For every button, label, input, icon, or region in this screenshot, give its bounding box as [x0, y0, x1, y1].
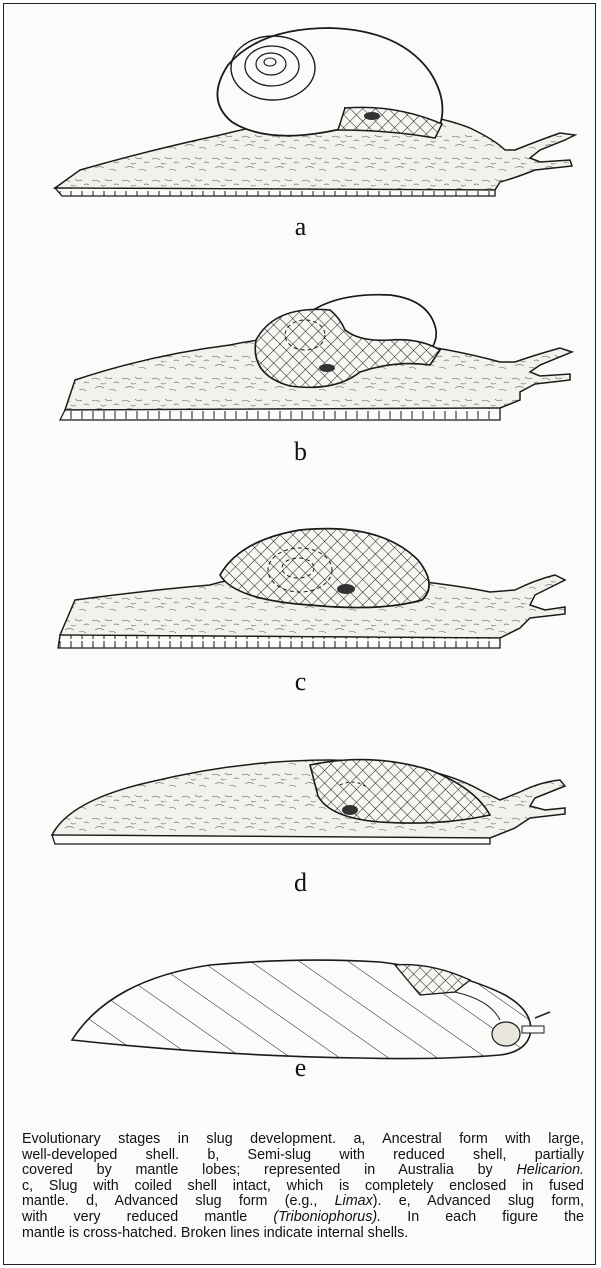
- stage-label-b: b: [0, 437, 601, 467]
- caption-line: covered by mantle lobes; represented in …: [22, 1163, 584, 1179]
- stage-label-e: e: [0, 1053, 601, 1083]
- slug-c-mantle: [220, 529, 429, 608]
- slug-a-pneumostome: [364, 112, 380, 120]
- figure-caption: Evolutionary stages in slug development.…: [22, 1132, 584, 1241]
- caption-line: with very reduced mantle (Triboniophorus…: [22, 1210, 584, 1226]
- caption-line: well-developed shell. b, Semi-slug with …: [22, 1148, 584, 1164]
- slug-stage-b-drawing: [0, 290, 601, 450]
- slug-d-body: [52, 760, 565, 838]
- stage-label-c: c: [0, 667, 601, 697]
- slug-stage-a-drawing: [0, 20, 601, 200]
- stage-label-d: d: [0, 868, 601, 898]
- slug-stage-c-drawing: [0, 508, 601, 668]
- caption-line: mantle is cross-hatched. Broken lines in…: [22, 1226, 584, 1242]
- slug-e-body: [72, 960, 531, 1058]
- caption-line: mantle. d, Advanced slug form (e.g., Lim…: [22, 1194, 584, 1210]
- stage-label-a: a: [0, 212, 601, 242]
- caption-line: Evolutionary stages in slug development.…: [22, 1132, 584, 1148]
- slug-stage-d-drawing: [0, 728, 601, 868]
- caption-line: c, Slug with coiled shell intact, which …: [22, 1179, 584, 1195]
